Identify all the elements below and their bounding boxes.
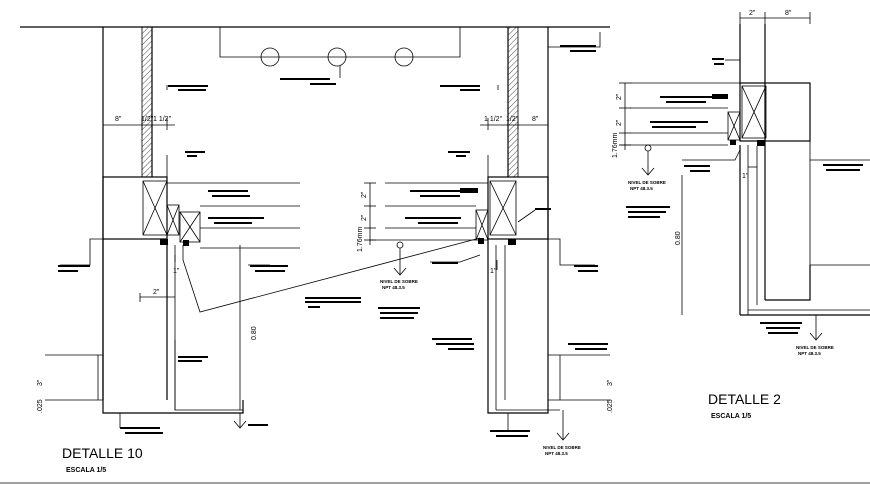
dim-label: 2" bbox=[361, 214, 368, 221]
dim-label: 2" bbox=[153, 289, 160, 296]
dim-label: 1" bbox=[742, 173, 749, 180]
level-note: NIVEL DE SOBRE bbox=[628, 180, 666, 185]
dim-label: 1 1/2" bbox=[153, 116, 172, 123]
dim-label: 2" bbox=[749, 10, 756, 17]
dim-label: 1/2" bbox=[141, 116, 154, 123]
level-note-value: NPT 48.3.5 bbox=[545, 451, 568, 456]
dim-label: 1 1/2" bbox=[484, 116, 503, 123]
level-note: NIVEL DE SOBRE bbox=[543, 445, 581, 450]
dim-label: 1.76mm bbox=[612, 133, 619, 158]
level-note-value: NPT 48.3.5 bbox=[382, 285, 405, 290]
dim-label: 1" bbox=[490, 268, 497, 275]
light-fixture-icon bbox=[394, 47, 414, 67]
dim-label: 1" bbox=[173, 268, 180, 275]
detalle-2-drawing: 2" 8" 2" 2" 1.76mm bbox=[612, 10, 870, 420]
detalle-2-title: DETALLE 2 bbox=[708, 391, 781, 407]
dim-label: 1.76mm bbox=[357, 227, 364, 252]
dim-label: .025 bbox=[607, 399, 614, 413]
light-fixture-icon bbox=[327, 47, 347, 67]
dim-label: 3" bbox=[37, 379, 44, 386]
level-note-value: NPT 48.3.5 bbox=[798, 351, 821, 356]
level-marker-icon bbox=[644, 144, 652, 152]
dim-label: 8" bbox=[532, 116, 539, 123]
dim-label: 8" bbox=[785, 10, 792, 17]
level-note: NIVEL DE SOBRE bbox=[380, 279, 418, 284]
dim-label: .025 bbox=[37, 399, 44, 413]
light-fixture-icon bbox=[260, 47, 280, 67]
level-marker-icon bbox=[396, 241, 404, 249]
dim-label: 0.80 bbox=[675, 231, 682, 245]
detalle-2-scale: ESCALA 1/5 bbox=[711, 413, 751, 420]
dim-label: 1/2" bbox=[506, 116, 519, 123]
dim-label: 2" bbox=[616, 119, 623, 126]
detalle-10-scale: ESCALA 1/5 bbox=[66, 467, 106, 474]
level-note: NIVEL DE SOBRE bbox=[796, 345, 834, 350]
dim-label: 2" bbox=[616, 93, 623, 100]
dim-label: 3" bbox=[607, 379, 614, 386]
dim-label: 2" bbox=[361, 191, 368, 198]
dim-label: 8" bbox=[115, 116, 122, 123]
dim-label: 0.80 bbox=[251, 326, 258, 340]
detalle-10-drawing: 8" 1/2" 1 1/2" bbox=[20, 26, 614, 474]
level-note-value: NPT 48.3.5 bbox=[630, 186, 653, 191]
detalle-10-title: DETALLE 10 bbox=[62, 445, 143, 461]
